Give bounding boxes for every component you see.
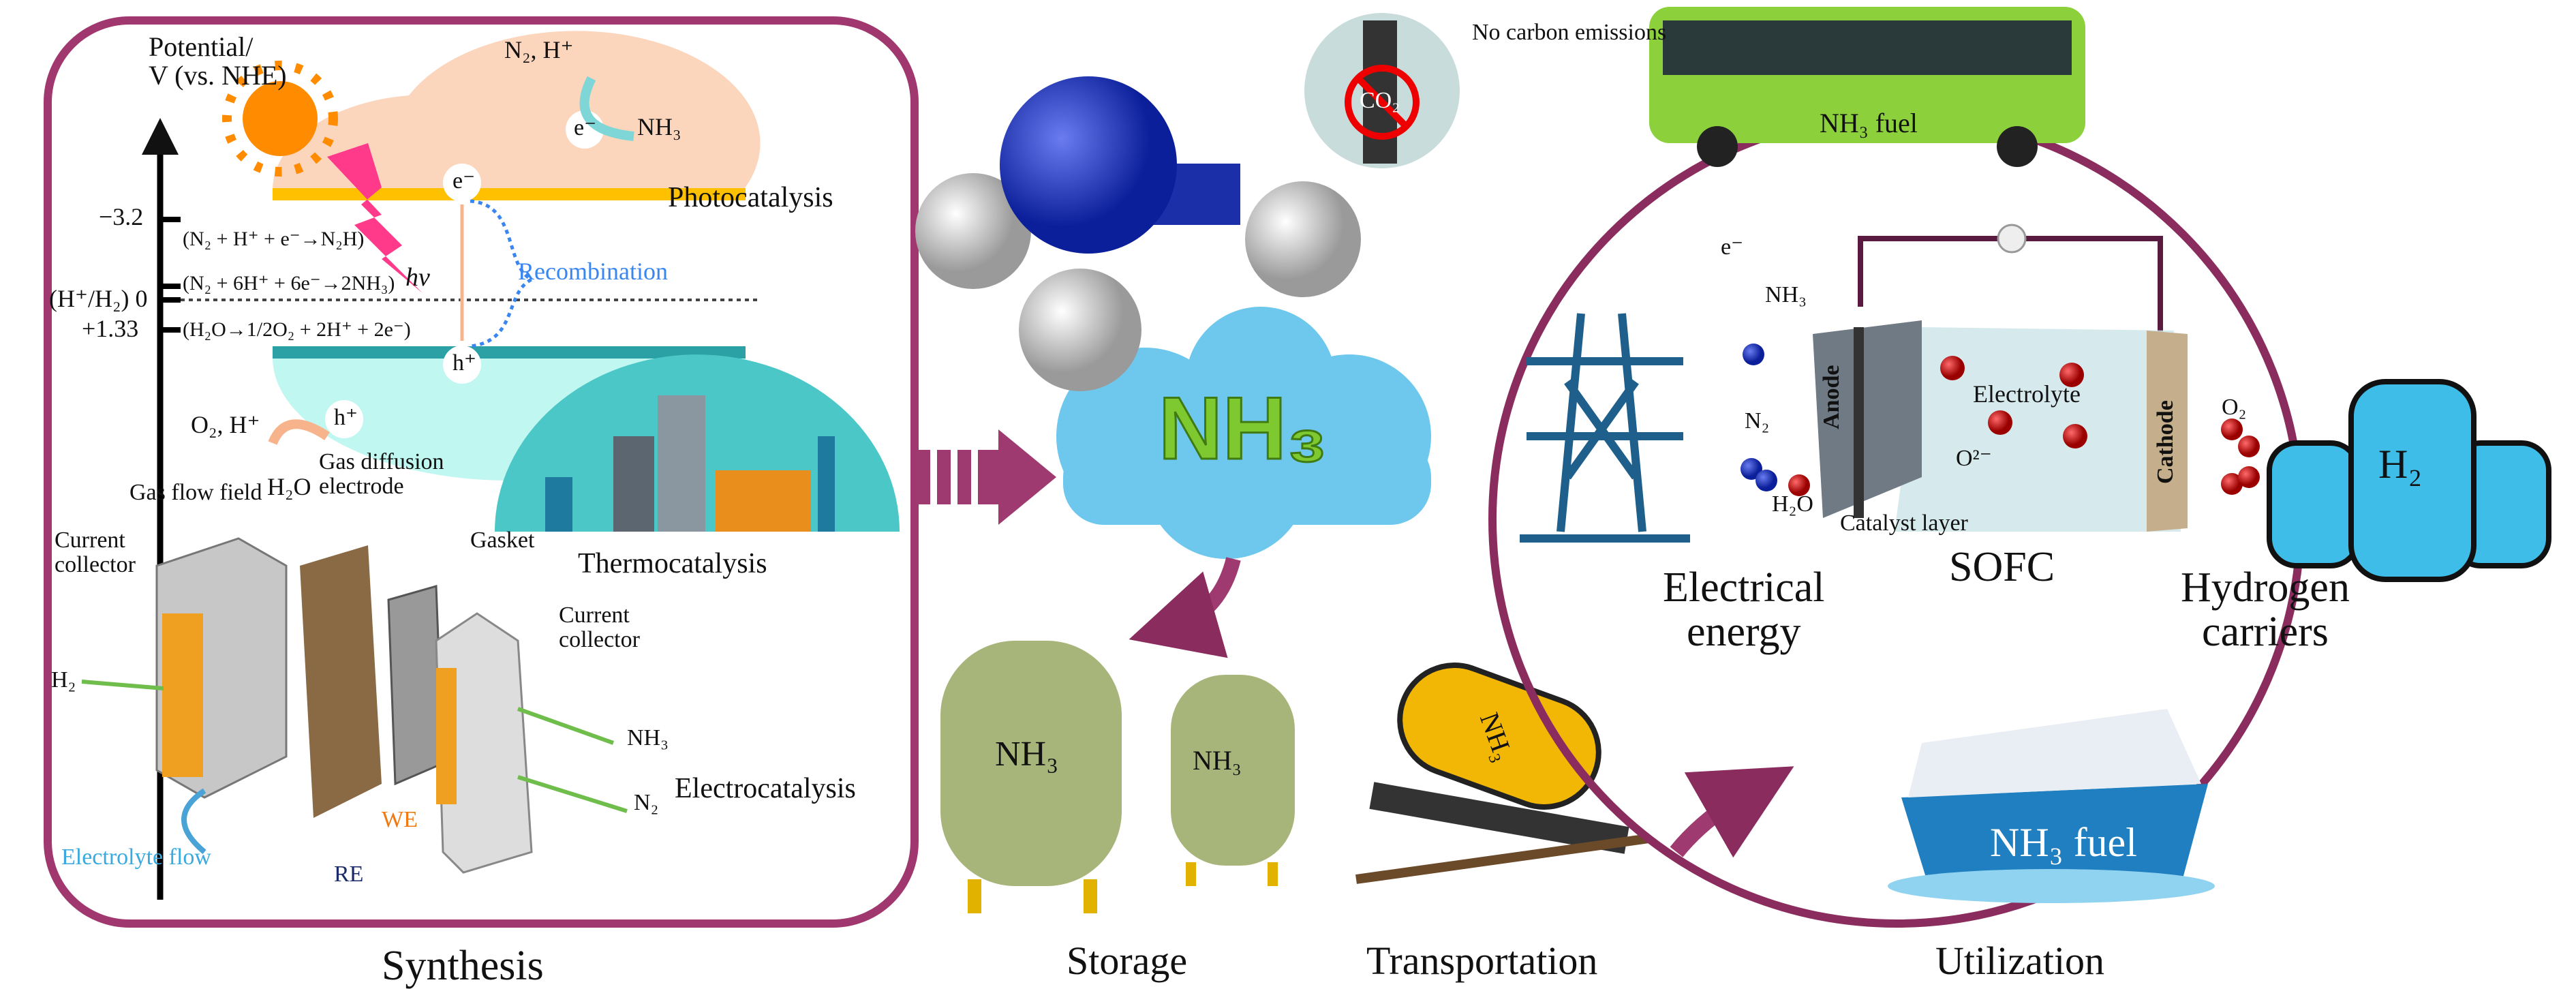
tank-label: NH₃ xyxy=(995,735,1059,774)
h2-label: H₂ xyxy=(51,667,76,693)
thermocatalysis-label: Thermocatalysis xyxy=(578,548,767,579)
photocatalysis-label: Photocatalysis xyxy=(668,182,833,213)
n2-label: N₂ xyxy=(634,790,659,815)
nh3-molecule xyxy=(915,76,1361,391)
tick-label: (H⁺/H₂) 0 xyxy=(49,285,148,312)
axis-label-line1: Potential/ xyxy=(149,31,254,62)
cathode xyxy=(2147,331,2188,532)
equation: (N₂ + 6H⁺ + 6e⁻→2NH₃) xyxy=(183,272,395,294)
to-utilization-arrow xyxy=(1670,766,1794,858)
cruise-ship-icon xyxy=(1888,709,2215,903)
gas-flow-field-label: Gas flow field xyxy=(129,480,262,505)
train-tanker-icon xyxy=(1355,663,1650,884)
to-storage-arrow xyxy=(1129,557,1241,658)
synthesis-to-nh3-arrow xyxy=(917,429,1056,525)
lightning-icon xyxy=(327,143,423,293)
equation: (N₂ + H⁺ + e⁻→N₂H) xyxy=(183,228,365,250)
hole-label: h⁺ xyxy=(453,350,476,376)
sofc-label: SOFC xyxy=(1949,544,2055,590)
electrolyte-label: Electrolyte xyxy=(1973,380,2081,408)
label-line: Hydrogen xyxy=(2181,564,2350,611)
axis-label: Potential/V (vs. NHE) xyxy=(149,33,287,90)
electron-label: e⁻ xyxy=(574,115,597,140)
electrochemical-cell xyxy=(81,537,628,874)
cell-h2o-label: H₂O xyxy=(1772,491,1813,517)
nh3-cloud-label: NH₃ xyxy=(1158,378,1329,478)
gasket-label: Gasket xyxy=(470,528,535,553)
cell-n2-label: N₂ xyxy=(1745,408,1770,433)
cathode-label: Cathode xyxy=(2153,400,2178,484)
bus-label: NH₃ fuel xyxy=(1820,108,1918,138)
light-bulb-icon xyxy=(1997,224,2027,254)
label-line: energy xyxy=(1686,609,1801,656)
synthesis-title: Synthesis xyxy=(382,943,544,989)
ship-label: NH₃ fuel xyxy=(1990,820,2137,865)
anode-label: Anode xyxy=(1819,365,1844,429)
refinery-icon xyxy=(545,395,835,532)
equation: (H₂O→1/2O₂ + 2H⁺ + 2e⁻) xyxy=(183,318,411,341)
conduction-band xyxy=(273,188,746,200)
cell-nh3-label: NH₃ xyxy=(1765,282,1807,307)
h2o-label: H₂O xyxy=(267,473,311,500)
recombination-path xyxy=(470,199,536,348)
product-label: NH₃ xyxy=(637,113,681,140)
no-carbon-label: No carbon emissions xyxy=(1472,20,1667,45)
o2-label: O₂, H⁺ xyxy=(191,411,260,438)
valence-band xyxy=(273,346,746,359)
tank-label: NH₃ xyxy=(1193,745,1242,776)
label-line: carriers xyxy=(2202,609,2329,656)
label-line: electrode xyxy=(319,473,404,499)
nh3-label: NH₃ xyxy=(627,725,669,750)
recombination-label: Recombination xyxy=(518,258,668,285)
axis-label-line2: V (vs. NHE) xyxy=(149,60,287,91)
tick-label: −3.2 xyxy=(99,203,144,230)
label-line: Current xyxy=(559,603,630,628)
hydrogen-tank-icons xyxy=(2267,379,2551,582)
re-label: RE xyxy=(334,862,364,887)
reactants-label: N₂, H⁺ xyxy=(504,36,574,63)
transportation-title: Transportation xyxy=(1366,939,1598,983)
cloud xyxy=(1056,307,1431,559)
bus-icon xyxy=(1649,7,2085,167)
oxide-ion-label: O²⁻ xyxy=(1956,446,1992,471)
label-line: Electrical xyxy=(1663,564,1825,611)
hole-label: h⁺ xyxy=(334,405,358,430)
storage-tank-small xyxy=(1171,675,1295,886)
catalyst-layer-label: Catalyst layer xyxy=(1840,511,1968,536)
electron-label: e⁻ xyxy=(453,168,476,194)
sofc-cell xyxy=(1741,224,2260,532)
o2-label: O₂ xyxy=(2222,395,2247,420)
storage-tank-large xyxy=(940,641,1122,913)
synthesis-frame xyxy=(44,16,919,928)
cell-electron-label: e⁻ xyxy=(1721,234,1744,260)
sun-icon xyxy=(222,61,338,177)
utilization-title: Utilization xyxy=(1935,939,2105,983)
label-line: collector xyxy=(55,551,136,577)
transmission-tower-icon xyxy=(1520,313,1690,543)
anode xyxy=(1813,320,1922,518)
hv-label: hv xyxy=(405,263,430,292)
label-line: Current xyxy=(55,528,125,553)
electrolyte-flow-label: Electrolyte flow xyxy=(61,845,211,870)
co2-label: CO₂ xyxy=(1360,88,1400,113)
we-label: WE xyxy=(382,807,418,832)
storage-title: Storage xyxy=(1067,939,1188,983)
h2-tank-label: H₂ xyxy=(2378,442,2423,487)
label-line: Gas diffusion xyxy=(319,449,444,474)
electrocatalysis-label: Electrocatalysis xyxy=(675,773,856,804)
no-emission-icon xyxy=(1304,13,1460,168)
label-line: collector xyxy=(559,626,640,652)
tick-label: +1.33 xyxy=(82,315,139,342)
